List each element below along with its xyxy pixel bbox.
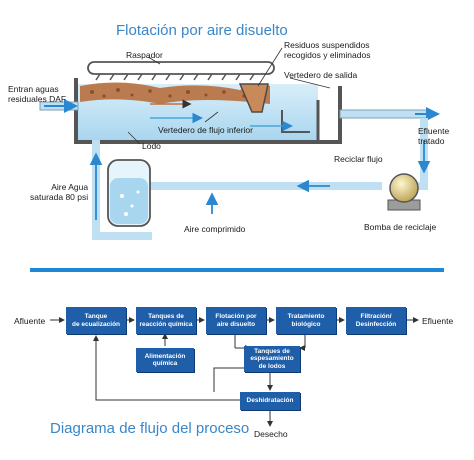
influent-label: Afluente bbox=[14, 316, 46, 326]
flow-title: Diagrama de flujo del proceso bbox=[50, 420, 250, 437]
box-chemical-feed: Alimentación química bbox=[136, 348, 194, 372]
sludge-label: Lodo bbox=[142, 141, 161, 151]
box-reaction-tanks: Tanques de reacción química bbox=[136, 307, 196, 334]
scum-trough bbox=[238, 83, 269, 113]
saturation-tank bbox=[107, 159, 151, 227]
treated-effluent-label: Efluente tratado bbox=[418, 126, 450, 146]
section-divider bbox=[30, 268, 444, 272]
flow-connectors bbox=[50, 317, 419, 427]
underflow-weir bbox=[281, 110, 310, 133]
sludge-layer bbox=[80, 82, 270, 104]
box-equalization-tank: Tanque de ecualización bbox=[66, 307, 126, 334]
scraper bbox=[87, 61, 275, 81]
inlet-label: Entran aguas residuales DAF bbox=[8, 84, 67, 104]
daf-title: Flotación por aire disuelto bbox=[116, 22, 288, 39]
compressed-air-label: Aire comprimido bbox=[184, 224, 246, 234]
underflow-weir-label: Vertedero de flujo inferior bbox=[158, 125, 253, 135]
pump-label: Bomba de reciclaje bbox=[364, 222, 437, 232]
box-biological-treatment: Tratamiento biológico bbox=[276, 307, 336, 334]
recycle-pipe bbox=[89, 118, 431, 240]
daf-tank bbox=[39, 78, 440, 144]
box-dewatering: Deshidratación bbox=[240, 392, 300, 410]
box-filtration: Filtración/ Desinfección bbox=[346, 307, 406, 334]
leader-lines bbox=[127, 47, 331, 145]
effluent-label: Efluente bbox=[422, 316, 454, 326]
residues-label: Residuos suspendidos recogidos y elimina… bbox=[284, 40, 371, 60]
scraper-label: Raspador bbox=[126, 50, 163, 60]
saturated-water-label: Aire Agua saturada 80 psi bbox=[30, 182, 89, 202]
box-daf: Flotación por aire disuelto bbox=[206, 307, 266, 334]
recycle-flow-label: Reciclar flujo bbox=[334, 154, 383, 164]
recycle-pump bbox=[387, 173, 421, 211]
waste-label: Desecho bbox=[254, 429, 288, 439]
box-sludge-thickening: Tanques de espesamiento de lodos bbox=[244, 346, 300, 372]
outlet-weir-label: Vertedero de salida bbox=[284, 70, 358, 80]
